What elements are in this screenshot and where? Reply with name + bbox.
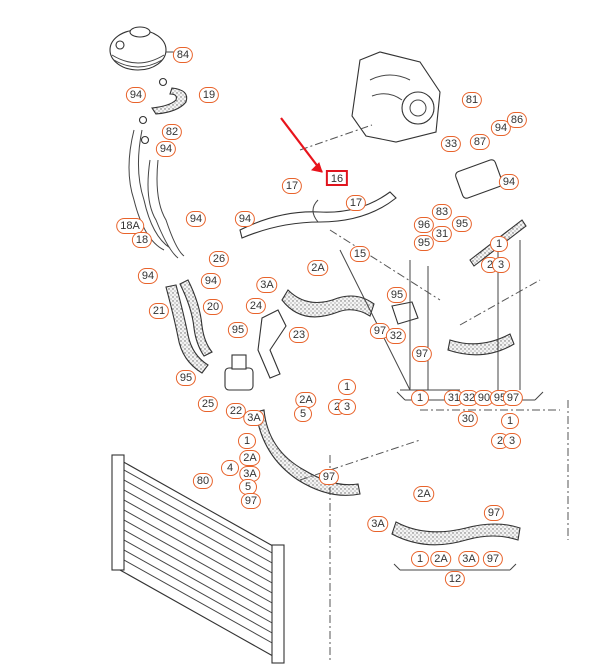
callout-97[interactable]: 97 xyxy=(483,505,505,521)
callout-26[interactable]: 26 xyxy=(208,251,230,267)
callout-83[interactable]: 83 xyxy=(431,204,453,220)
callout-31[interactable]: 31 xyxy=(443,390,465,406)
callout-30[interactable]: 30 xyxy=(457,411,479,427)
hose-20[interactable] xyxy=(179,279,213,357)
callout-94[interactable]: 94 xyxy=(498,174,520,190)
callout-21[interactable]: 21 xyxy=(148,303,170,319)
callout-94[interactable]: 94 xyxy=(490,120,512,136)
callout-94[interactable]: 94 xyxy=(125,87,147,103)
thermostat-housing[interactable] xyxy=(224,354,254,391)
callout-1[interactable]: 1 xyxy=(238,433,256,449)
expansion-tank[interactable] xyxy=(109,26,175,71)
callout-22[interactable]: 22 xyxy=(225,403,247,419)
callout-20[interactable]: 20 xyxy=(202,299,224,315)
callout-3[interactable]: 3 xyxy=(503,433,521,449)
callout-3[interactable]: 3 xyxy=(492,257,510,273)
callout-95[interactable]: 95 xyxy=(227,322,249,338)
callout-4[interactable]: 4 xyxy=(221,460,239,476)
callout-3A[interactable]: 3A xyxy=(256,277,278,293)
callout-95[interactable]: 95 xyxy=(413,235,435,251)
callout-2A[interactable]: 2A xyxy=(413,486,435,502)
callout-33[interactable]: 33 xyxy=(440,136,462,152)
callout-3A[interactable]: 3A xyxy=(243,410,265,426)
callout-2A[interactable]: 2A xyxy=(307,260,329,276)
lower-hose-right[interactable] xyxy=(447,333,515,356)
callout-5[interactable]: 5 xyxy=(294,406,312,422)
connector-32[interactable] xyxy=(391,301,419,325)
callout-95[interactable]: 95 xyxy=(451,216,473,232)
callout-3[interactable]: 3 xyxy=(338,399,356,415)
clamp xyxy=(158,77,168,87)
callout-90[interactable]: 90 xyxy=(473,390,495,406)
callout-2A[interactable]: 2A xyxy=(239,450,261,466)
callout-80[interactable]: 80 xyxy=(192,473,214,489)
water-pump[interactable] xyxy=(351,51,441,143)
callout-94[interactable]: 94 xyxy=(155,141,177,157)
callout-94[interactable]: 94 xyxy=(200,273,222,289)
callout-17[interactable]: 17 xyxy=(281,178,303,194)
callout-1[interactable]: 1 xyxy=(411,551,429,567)
pipe-18[interactable] xyxy=(128,129,185,259)
callout-18A[interactable]: 18A xyxy=(116,218,144,234)
callout-1[interactable]: 1 xyxy=(501,413,519,429)
callout-97[interactable]: 97 xyxy=(318,469,340,485)
callout-16-highlighted[interactable]: 16 xyxy=(325,170,349,186)
callout-19[interactable]: 19 xyxy=(198,87,220,103)
hose-21[interactable] xyxy=(165,284,209,374)
callout-82[interactable]: 82 xyxy=(161,124,183,140)
callout-12[interactable]: 12 xyxy=(444,571,466,587)
callout-1[interactable]: 1 xyxy=(411,390,429,406)
callout-95[interactable]: 95 xyxy=(386,287,408,303)
lower-hose-12[interactable] xyxy=(391,521,521,546)
callout-97[interactable]: 97 xyxy=(411,346,433,362)
callout-86[interactable]: 86 xyxy=(506,112,528,128)
callout-97[interactable]: 97 xyxy=(502,390,524,406)
hose-19[interactable] xyxy=(151,87,188,115)
coolant-pipe-15[interactable] xyxy=(239,191,397,239)
callout-24[interactable]: 24 xyxy=(245,298,267,314)
callout-17[interactable]: 17 xyxy=(345,195,367,211)
callout-15[interactable]: 15 xyxy=(349,246,371,262)
callout-18[interactable]: 18 xyxy=(131,232,153,248)
callout-94[interactable]: 94 xyxy=(234,211,256,227)
clamp xyxy=(138,115,148,125)
callout-25[interactable]: 25 xyxy=(197,396,219,412)
callout-32[interactable]: 32 xyxy=(385,328,407,344)
callout-3A[interactable]: 3A xyxy=(367,516,389,532)
highlight-arrow xyxy=(280,117,323,173)
lower-hose-center[interactable] xyxy=(255,409,361,496)
callout-2A[interactable]: 2A xyxy=(295,392,317,408)
callout-97[interactable]: 97 xyxy=(240,493,262,509)
callout-87[interactable]: 87 xyxy=(469,134,491,150)
callout-81[interactable]: 81 xyxy=(461,92,483,108)
callout-95[interactable]: 95 xyxy=(175,370,197,386)
radiator[interactable] xyxy=(111,454,285,664)
callout-3A[interactable]: 3A xyxy=(458,551,480,567)
leader-line xyxy=(299,124,569,660)
bracket-23[interactable] xyxy=(257,309,287,379)
callout-31[interactable]: 31 xyxy=(431,226,453,242)
oil-cooler[interactable] xyxy=(454,159,503,200)
callout-94[interactable]: 94 xyxy=(137,268,159,284)
callout-3A[interactable]: 3A xyxy=(239,466,261,482)
callout-97[interactable]: 97 xyxy=(482,551,504,567)
callout-84[interactable]: 84 xyxy=(172,47,194,63)
clamp xyxy=(140,135,150,145)
callout-1[interactable]: 1 xyxy=(338,379,356,395)
callout-96[interactable]: 96 xyxy=(413,217,435,233)
callout-1[interactable]: 1 xyxy=(490,236,508,252)
upper-radiator-hose[interactable] xyxy=(281,289,375,318)
callout-94[interactable]: 94 xyxy=(185,211,207,227)
callout-23[interactable]: 23 xyxy=(288,327,310,343)
callout-2A[interactable]: 2A xyxy=(430,551,452,567)
